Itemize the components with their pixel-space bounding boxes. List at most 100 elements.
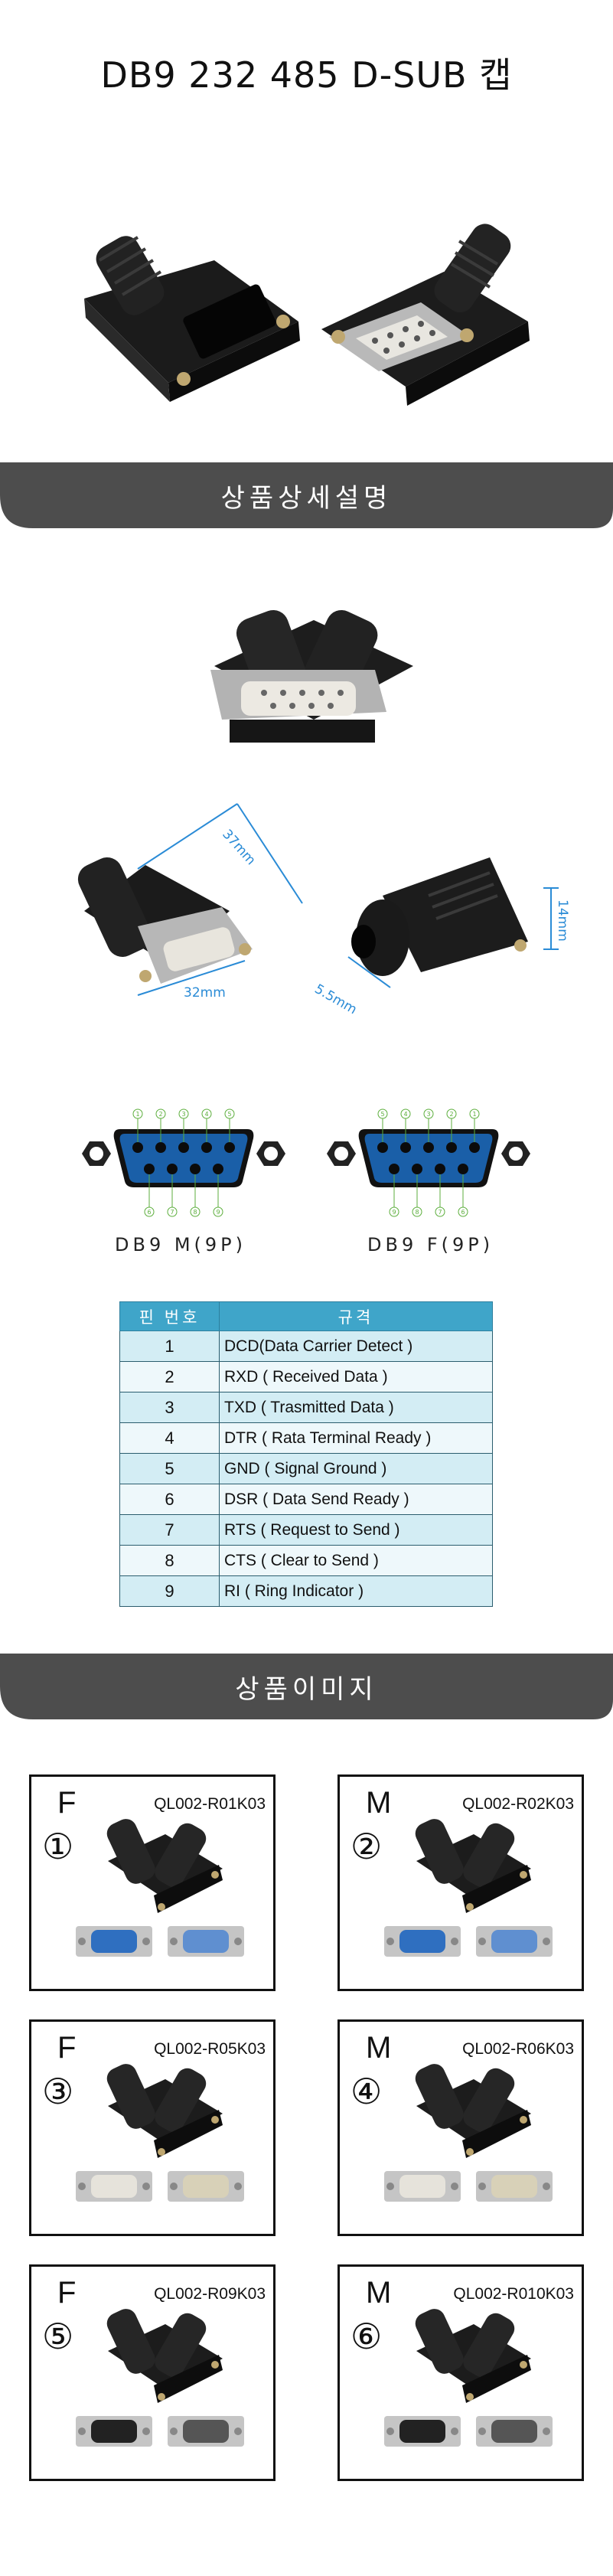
product-image [76,1819,244,1957]
banner-shape-graphic [0,1654,613,1719]
product-gender: F [57,1786,77,1820]
pin-label-ring [423,1108,434,1119]
product-image [384,1819,553,1957]
pin-hole [224,1142,235,1153]
pin-label-ring [178,1108,189,1119]
pin-description: DTR ( Rata Terminal Ready ) [219,1422,493,1454]
pin-number: 7 [119,1514,220,1546]
hood-image [415,2064,531,2158]
product-code: QL002-R02K03 [462,1795,574,1813]
pin-label-ring [389,1206,399,1217]
hood-image [415,1819,531,1913]
pin-number: 8 [119,1545,220,1576]
product-code: QL002-R05K03 [154,2040,266,2058]
connector-plug-left [384,2416,461,2447]
pin-number: 9 [119,1575,220,1607]
pin-description: DSR ( Data Send Ready ) [219,1484,493,1515]
pin-label-ring [446,1108,457,1119]
pin-number: 3 [119,1392,220,1423]
pin-label-ring [400,1108,411,1119]
pin-hole [389,1164,399,1174]
product-gender: F [57,2276,77,2310]
product-image [384,2309,553,2447]
section-title-detail: 상품상세설명 [220,482,393,514]
pin-label-ring [155,1108,166,1119]
pin-label: 4 [403,1111,407,1118]
dimension-height: 14mm [555,899,570,942]
product-code: QL002-R010K03 [453,2285,574,2303]
pin-description: RTS ( Request to Send ) [219,1514,493,1546]
connector-plug-left [76,1926,152,1957]
pin-label: 3 [181,1111,185,1118]
product-image [384,2064,553,2202]
product-number: ② [351,1826,383,1867]
pin-label: 8 [193,1209,197,1216]
hood-image [106,2064,223,2158]
pin-hole [458,1164,468,1174]
product-card: M ⑥ QL002-R010K03 [337,2264,584,2481]
pin-hole [132,1142,143,1153]
hood-right-image [321,224,530,406]
connector-plug-right [476,2171,553,2202]
pin-label: 5 [227,1111,231,1118]
product-number: ① [42,1826,74,1867]
connector-plug-right [168,1926,244,1957]
pin-label: 1 [472,1111,476,1118]
pin-hole [155,1142,166,1153]
pin-description: DCD(Data Carrier Detect ) [219,1330,493,1362]
pin-label-ring [412,1206,422,1217]
pin-description: CTS ( Clear to Send ) [219,1545,493,1576]
pin-hole [469,1142,480,1153]
section-banner-images: 상품이미지 [0,1654,613,1719]
product-gender: M [366,2276,392,2310]
pin-description: GND ( Signal Ground ) [219,1453,493,1484]
product-card: F ⑤ QL002-R09K03 [29,2264,276,2481]
female-hood-photo [210,609,413,743]
male-mount-right [256,1141,285,1166]
product-number: ⑤ [42,2316,74,2357]
pin-label-ring [132,1108,143,1119]
connector-plug-left [384,2171,461,2202]
pin-hole [377,1142,388,1153]
pin-number: 1 [119,1330,220,1362]
section-banner-detail: 상품상세설명 [0,462,613,528]
pin-label-ring [224,1108,235,1119]
pin-label: 2 [158,1111,162,1118]
page-title: DB9 232 485 D-SUB 캡 [100,54,513,96]
pin-hole [178,1142,189,1153]
product-gender: F [57,2031,77,2065]
pin-label-ring [469,1108,480,1119]
pin-table-header-spec: 규격 [219,1301,493,1331]
pin-label: 4 [204,1111,208,1118]
pin-description: RI ( Ring Indicator ) [219,1575,493,1607]
pin-label-ring [190,1206,201,1217]
product-image [76,2064,244,2202]
pin-hole [144,1164,155,1174]
connector-plug-right [168,2416,244,2447]
connector-plug-left [384,1926,461,1957]
product-card: M ② QL002-R02K03 [337,1774,584,1991]
pin-hole [190,1164,201,1174]
hood-image [415,2309,531,2403]
pin-hole [423,1142,434,1153]
product-code: QL002-R01K03 [154,1795,266,1813]
pin-number: 5 [119,1453,220,1484]
product-number: ⑥ [351,2316,383,2357]
dimension-connector-left [77,857,253,984]
connector-plug-right [168,2171,244,2202]
male-mount-left [82,1141,111,1166]
banner-shape-graphic [0,462,613,528]
dimension-length-b: 32mm [184,985,226,1001]
pin-hole [167,1164,178,1174]
pin-hole [213,1164,223,1174]
product-code: QL002-R09K03 [154,2285,266,2303]
